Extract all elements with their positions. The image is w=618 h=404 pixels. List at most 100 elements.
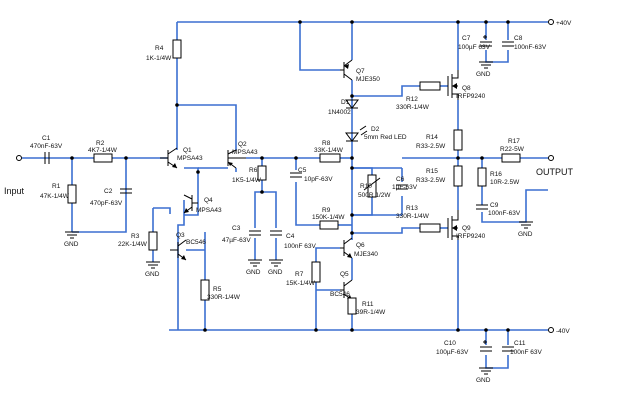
rail-pos-label: +40V [556, 20, 572, 27]
ground-symbols [65, 61, 533, 375]
q4-ref: Q4 [204, 197, 213, 204]
resistor-r17 [501, 153, 521, 163]
d2-value: 5mm Red LED [364, 134, 407, 141]
junction-dots [70, 20, 510, 332]
potentiometer-arrow-icon [363, 177, 381, 191]
r14-ref: R14 [426, 134, 438, 141]
r4-ref: R4 [155, 45, 164, 52]
r9-ref: R9 [322, 207, 331, 214]
d2-ref: D2 [371, 126, 380, 133]
input-terminal [16, 155, 22, 161]
r15-ref: R15 [426, 168, 438, 175]
rail-pos-terminal [548, 19, 554, 25]
r8-ref: R8 [322, 140, 331, 147]
capacitor-c2 [120, 188, 132, 194]
c10-ref: C10 [444, 340, 456, 347]
ground-icon [479, 367, 493, 375]
resistor-r6 [257, 165, 267, 181]
rail-terminals [16, 19, 554, 333]
diode-d1 [345, 99, 359, 109]
r16-value: 10R-2.5W [490, 179, 520, 186]
ground-icon [65, 231, 79, 239]
capacitor-c3 [249, 230, 261, 236]
capacitor-c7 [480, 35, 492, 47]
capacitor-c8 [502, 41, 514, 47]
c6-ref: C6 [396, 176, 405, 183]
resistor-r16 [477, 167, 487, 187]
r17-ref: R17 [508, 138, 520, 145]
capacitor-c9 [476, 204, 488, 210]
capacitor-c6 [396, 184, 408, 190]
resistor-r10 [367, 174, 377, 198]
resistor-r2 [93, 153, 113, 163]
mosfet-q8 [447, 70, 459, 100]
gnd-label: GND [518, 231, 533, 238]
wires [22, 21, 548, 369]
q7-ref: Q7 [356, 68, 365, 75]
r2-ref: R2 [96, 140, 105, 147]
r13-value: 330R-1/4W [396, 213, 430, 220]
ground-icon [248, 259, 262, 267]
r4-value: 1K-1/4W [146, 55, 172, 62]
r17-value: R22-5W [500, 146, 525, 153]
q8-value: IRFP9240 [456, 93, 486, 100]
r7-ref: R7 [295, 271, 304, 278]
gnd-label: GND [246, 269, 261, 276]
r14-value: R33-2.5W [416, 143, 446, 150]
r1-ref: R1 [52, 183, 61, 190]
q7-value: MJE350 [356, 76, 380, 83]
r12-ref: R12 [406, 96, 418, 103]
transistor-q7 [340, 59, 353, 81]
r11-value: 39R-1/4W [356, 309, 386, 316]
r16-ref: R16 [490, 171, 502, 178]
resistor-r13 [419, 223, 441, 233]
c8-ref: C8 [514, 35, 523, 42]
c8-value: 100nF-63V [514, 44, 547, 51]
c5-value: 10pF-63V [304, 176, 333, 183]
resistor-r14 [453, 129, 463, 151]
c7-value: 100µF 63V [458, 44, 491, 51]
c7-ref: C7 [462, 35, 471, 42]
mosfet-q9 [447, 210, 459, 240]
c2-ref: C2 [104, 188, 113, 195]
c1-value: 470nF-63V [30, 143, 63, 150]
resistor-r1 [67, 184, 77, 204]
q9-value: IRFP9240 [456, 233, 486, 240]
ground-icon [269, 259, 283, 267]
transistor-q3 [170, 239, 187, 261]
c11-value: 100nF 63V [510, 349, 542, 356]
r15-value: R33-2.5W [416, 177, 446, 184]
q3-ref: Q3 [176, 232, 185, 239]
q1-ref: Q1 [183, 147, 192, 154]
gnd-label: GND [145, 271, 160, 278]
transistor-q6 [340, 237, 353, 259]
r3-ref: R3 [131, 233, 140, 240]
c4-ref: C4 [286, 233, 295, 240]
resistor-r15 [453, 165, 463, 187]
transistor-q4 [183, 194, 198, 214]
output-label: OUTPUT [536, 167, 574, 177]
resistor-r11 [347, 297, 357, 315]
gnd-label: GND [268, 269, 283, 276]
resistor-r9 [319, 220, 339, 230]
resistor-r12 [419, 81, 441, 91]
r2-value: 4K7-1/4W [88, 147, 118, 154]
capacitor-c11 [502, 346, 514, 352]
gnd-label: GND [476, 377, 491, 384]
q6-ref: Q6 [356, 242, 365, 249]
r8-value: 33K-1/4W [314, 147, 344, 154]
c3-ref: C3 [232, 225, 241, 232]
q5-ref: Q5 [340, 271, 349, 278]
transistor-q2 [227, 149, 246, 169]
q5-value: BC546 [330, 291, 350, 298]
c6-value: 1µF-63V [392, 184, 418, 191]
rail-neg-label: -40V [556, 328, 570, 335]
q4-value: MPSA43 [196, 207, 222, 214]
q2-ref: Q2 [238, 141, 247, 148]
c10-value: 100µF-63V [436, 349, 469, 356]
q2-value: MPSA43 [232, 149, 258, 156]
led-d2 [345, 125, 368, 142]
r6-ref: R6 [249, 167, 258, 174]
gnd-label: GND [476, 71, 491, 78]
